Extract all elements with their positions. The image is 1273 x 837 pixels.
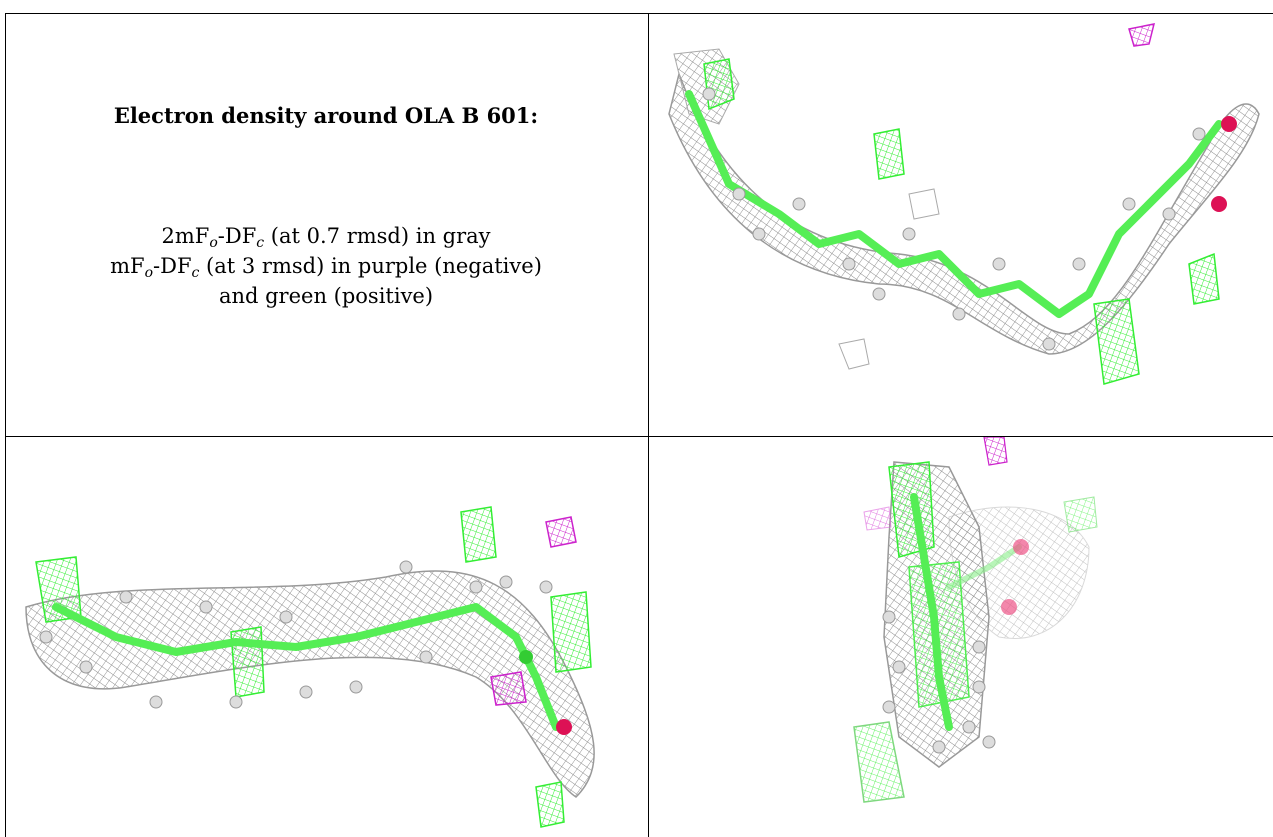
- table-middle-border: [5, 436, 1273, 437]
- density-map-bottom-left: [25, 506, 595, 828]
- legend-line-2fofc: 2mFo-DFc (at 0.7 rmsd) in gray: [161, 224, 491, 251]
- legend-line-fofc: mFo-DFc (at 3 rmsd) in purple (negative): [110, 254, 542, 281]
- density-map-bottom-right: [853, 437, 1098, 803]
- caption-legend: 2mFo-DFc (at 0.7 rmsd) in gray mFo-DFc (…: [5, 221, 647, 311]
- ligand-carbon-chain: [685, 90, 1223, 318]
- legend-line-positive: and green (positive): [218, 284, 434, 308]
- view-top-right: [649, 14, 1273, 436]
- view-bottom-left: [6, 437, 648, 837]
- ligand-carbon-chain: [910, 493, 953, 731]
- table-center-border: [648, 13, 649, 837]
- table-left-border: [5, 13, 6, 837]
- ligand-carbon-chain: [52, 603, 560, 731]
- caption-heading: Electron density around OLA B 601:: [113, 103, 539, 128]
- caption-cell: Electron density around OLA B 601: 2mFo-…: [5, 14, 647, 435]
- table-top-border: [5, 13, 1273, 14]
- gray-density-mesh: [25, 570, 595, 798]
- density-map-top-right: [668, 23, 1260, 385]
- view-bottom-right: [649, 437, 1273, 837]
